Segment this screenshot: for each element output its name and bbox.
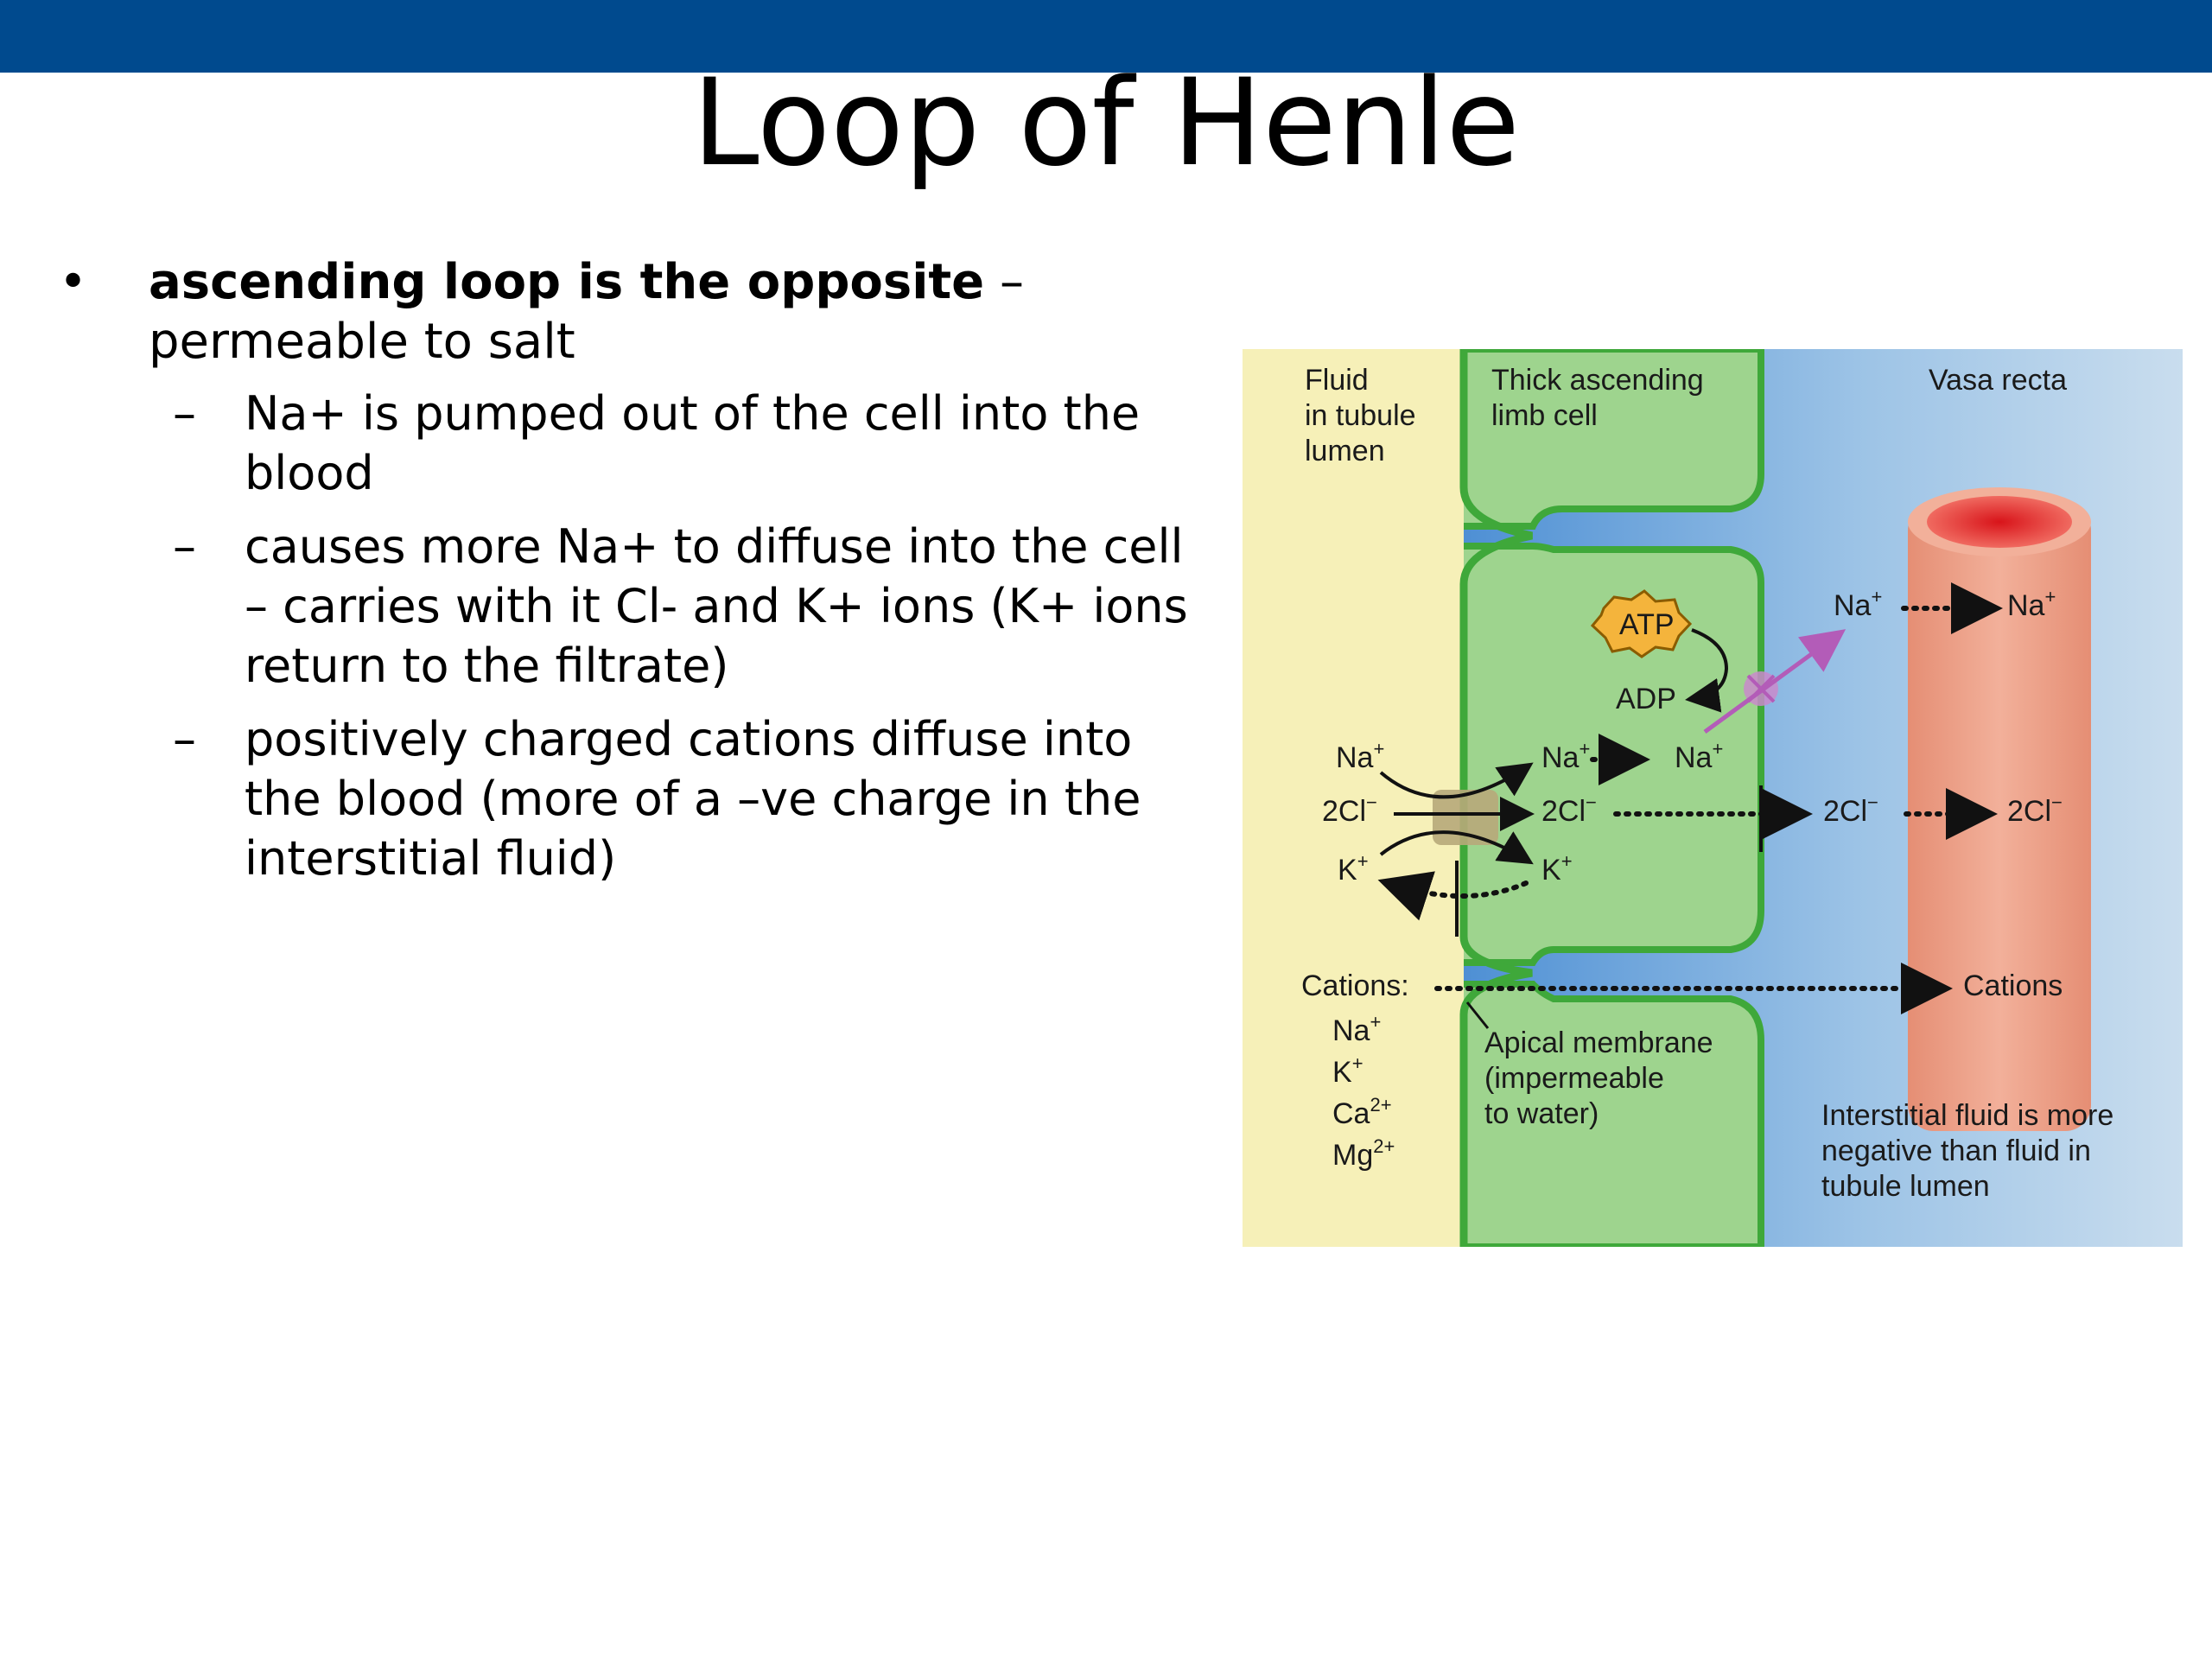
apical-membrane [1459,349,1533,1247]
sub-bullet-1: – Na+ is pumped out of the cell into the… [52,384,1210,503]
cl-cell-label: 2Cl− [1541,791,1597,828]
sub-bullet-text: causes more Na+ to diffuse into the cell… [245,519,1188,693]
atp-burst [1590,589,1693,658]
lumen-region [1243,349,1459,1247]
bullet-main: • ascending loop is the opposite – perme… [52,252,1210,372]
top-banner [0,0,2212,73]
k-cotransport-arrow [1379,830,1534,865]
k-cell-label: K+ [1541,850,1573,887]
na-interstitial-label: Na+ [1834,586,1882,622]
bullet-main-line2: permeable to salt [149,314,575,370]
sub-bullet-dash: – [173,712,196,766]
cations-blood-label: Cations [1963,969,2063,1002]
slide-title: Loop of Henle [692,53,1520,193]
cation-k: K+ [1332,1052,1363,1089]
cations-label: Cations: [1301,969,1409,1002]
na-cotransport-arrow [1379,762,1534,799]
cation-na: Na+ [1332,1011,1381,1047]
cl-blood-label: 2Cl− [2007,791,2063,828]
cell-bottom [1455,981,1764,1247]
label-vasa-recta: Vasa recta [1929,364,2067,397]
adp-label: ADP [1616,683,1676,715]
k-lumen-label: K+ [1338,850,1369,887]
bullet-main-bold: ascending loop is the opposite [149,254,985,310]
sub-bullet-dash: – [173,519,196,574]
na-cell-label: Na+ [1541,738,1590,774]
na-lumen-label: Na+ [1336,738,1384,774]
sub-bullet-3: – positively charged cations diffuse int… [52,709,1210,888]
sub-bullet-text: Na+ is pumped out of the cell into the b… [245,386,1141,500]
apical-pointer [1465,1001,1490,1029]
bullet-list: • ascending loop is the opposite – perme… [52,252,1210,888]
bullet-dot: • [59,254,88,310]
sub-bullet-dash: – [173,386,196,441]
cell-top [1455,349,1764,530]
atp-adp-arrow [1685,628,1729,713]
vasa-recta-vessel [1908,505,2091,1131]
vessel-lumen [1927,496,2072,548]
na-blood-label: Na+ [2007,586,2056,622]
sub-bullet-2: – causes more Na+ to diffuse into the ce… [52,517,1210,696]
pump-arrow [1703,629,1847,734]
k-recycle-arrow [1377,871,1529,921]
na-cell-label-2: Na+ [1675,738,1723,774]
sub-bullet-text: positively charged cations diffuse into … [245,712,1141,886]
atp-label: ATP [1619,608,1675,641]
cl-interstitial-label: 2Cl− [1823,791,1878,828]
pump-x-2 [1746,674,1776,703]
cation-mg: Mg2+ [1332,1135,1395,1172]
cation-ca: Ca2+ [1332,1094,1392,1130]
bullet-main-dash: – [984,254,1024,310]
cl-lumen-label: 2Cl− [1322,791,1377,828]
